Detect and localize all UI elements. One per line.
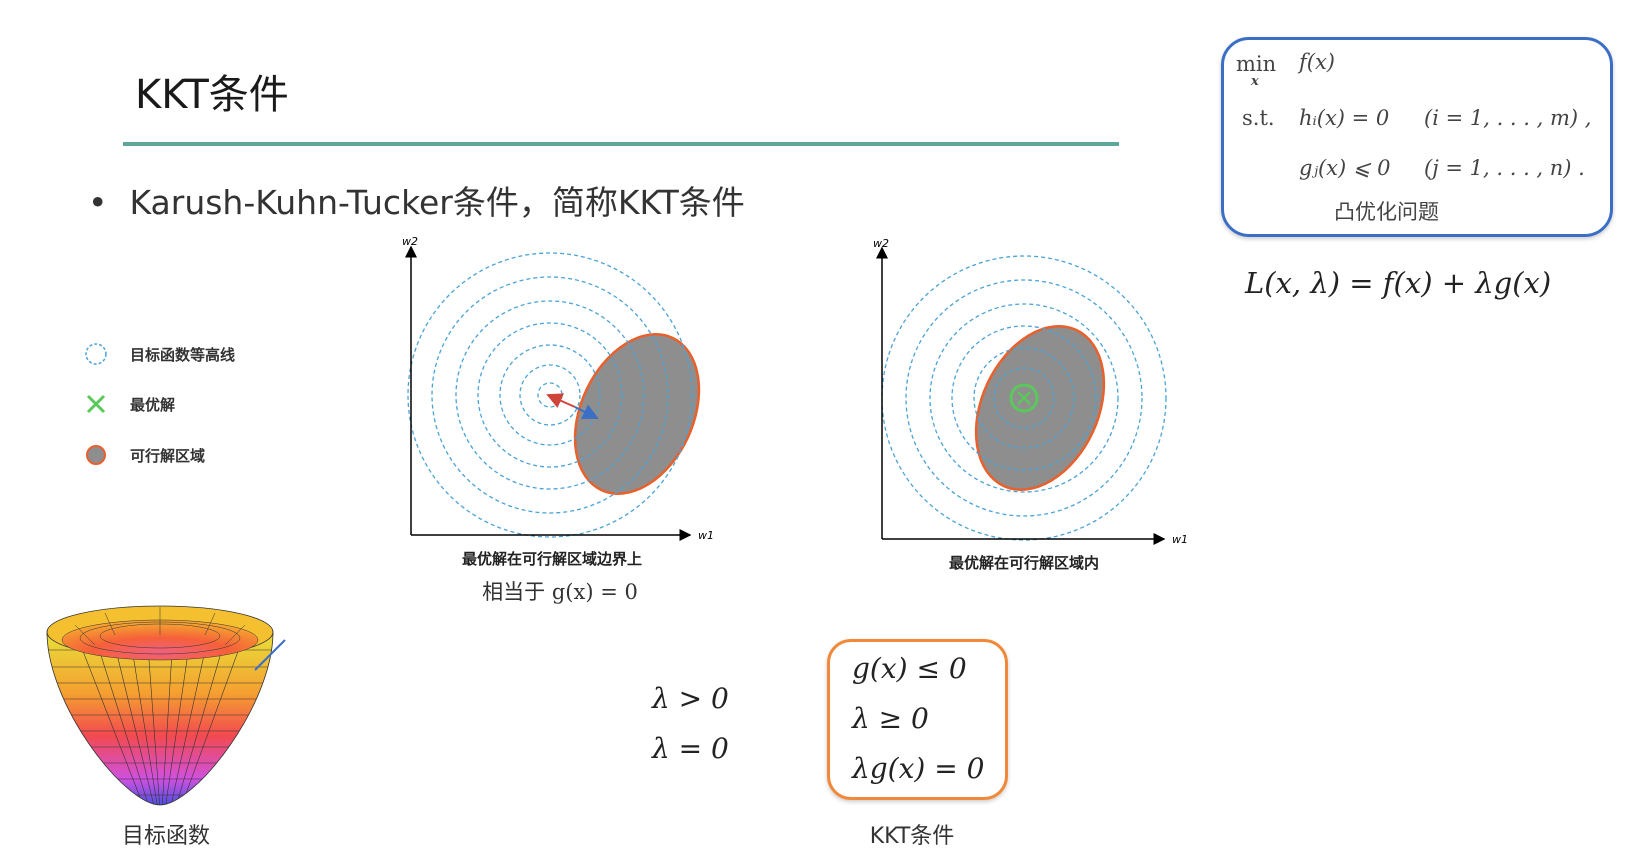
kkt-primal-feasibility: g(x) ≤ 0 bbox=[852, 652, 967, 685]
lambda-zero: λ = 0 bbox=[652, 732, 729, 765]
convex-problem-box: min x f(x) s.t. hᵢ(x) = 0 (i = 1, . . . … bbox=[1221, 37, 1613, 237]
feasible-region bbox=[974, 325, 1106, 491]
bullet-text: Karush-Kuhn-Tucker条件，简称KKT条件 bbox=[129, 183, 745, 222]
legend-label: 最优解 bbox=[130, 395, 176, 414]
gradient-arrow bbox=[254, 639, 286, 671]
legend-label: 目标函数等高线 bbox=[130, 345, 236, 364]
constraint-gradient-arrow bbox=[574, 404, 599, 419]
green-x-icon bbox=[86, 394, 106, 414]
legend-label: 可行解区域 bbox=[130, 446, 206, 465]
subject-to: s.t. bbox=[1242, 106, 1275, 130]
kkt-conditions-box: g(x) ≤ 0 λ ≥ 0 λg(x) = 0 bbox=[827, 639, 1008, 800]
paraboloid-label: 目标函数 bbox=[121, 824, 210, 849]
dashed-circle-icon bbox=[85, 343, 107, 365]
inequality-constraint: gⱼ(x) ⩽ 0 bbox=[1299, 156, 1391, 180]
paraboloid-surface-image bbox=[46, 605, 286, 806]
objective-contours bbox=[407, 252, 693, 538]
y-axis-label: w2 bbox=[402, 235, 418, 248]
chart2-caption: 最优解在可行解区域内 bbox=[948, 554, 1099, 572]
optimum-marker bbox=[1009, 383, 1039, 413]
kkt-complementary-slackness: λg(x) = 0 bbox=[852, 752, 985, 785]
legend-item-feasible: 可行解区域 bbox=[84, 443, 205, 467]
orange-dot-icon bbox=[86, 445, 106, 465]
lagrangian-formula: L(x, λ) = f(x) + λg(x) bbox=[1245, 266, 1552, 300]
kkt-label: KKT条件 bbox=[869, 824, 955, 849]
equality-range: (i = 1, . . . , m) , bbox=[1424, 106, 1592, 130]
objective-gradient-arrow bbox=[546, 393, 576, 408]
contour-plot-boundary: w2 w1 bbox=[402, 235, 714, 542]
y-axis-label: w2 bbox=[873, 238, 889, 250]
chart1-caption: 最优解在可行解区域边界上 bbox=[461, 550, 642, 568]
objective: f(x) bbox=[1299, 50, 1336, 74]
x-axis-label: w1 bbox=[698, 529, 714, 542]
objective-contours bbox=[881, 255, 1167, 541]
x-axis-label: w1 bbox=[1172, 533, 1188, 546]
min-subscript: x bbox=[1251, 74, 1259, 89]
equality-constraint: hᵢ(x) = 0 bbox=[1299, 106, 1390, 130]
legend-item-optimum: 最优解 bbox=[84, 392, 175, 416]
legend-item-contour: 目标函数等高线 bbox=[84, 342, 235, 366]
min-operator: min bbox=[1236, 52, 1277, 76]
kkt-dual-feasibility: λ ≥ 0 bbox=[852, 702, 929, 735]
slide-title: KKT条件 bbox=[135, 72, 289, 118]
bullet-point: •Karush-Kuhn-Tucker条件，简称KKT条件 bbox=[88, 183, 745, 222]
inequality-range: (j = 1, . . . , n) . bbox=[1424, 156, 1585, 180]
feasible-region bbox=[573, 333, 701, 495]
lambda-positive: λ > 0 bbox=[652, 682, 729, 715]
chart1-note: 相当于 g(x) = 0 bbox=[482, 580, 638, 604]
box-label: 凸优化问题 bbox=[1334, 200, 1439, 224]
title-divider bbox=[123, 142, 1119, 146]
contour-plot-interior: w2 w1 bbox=[873, 238, 1188, 546]
